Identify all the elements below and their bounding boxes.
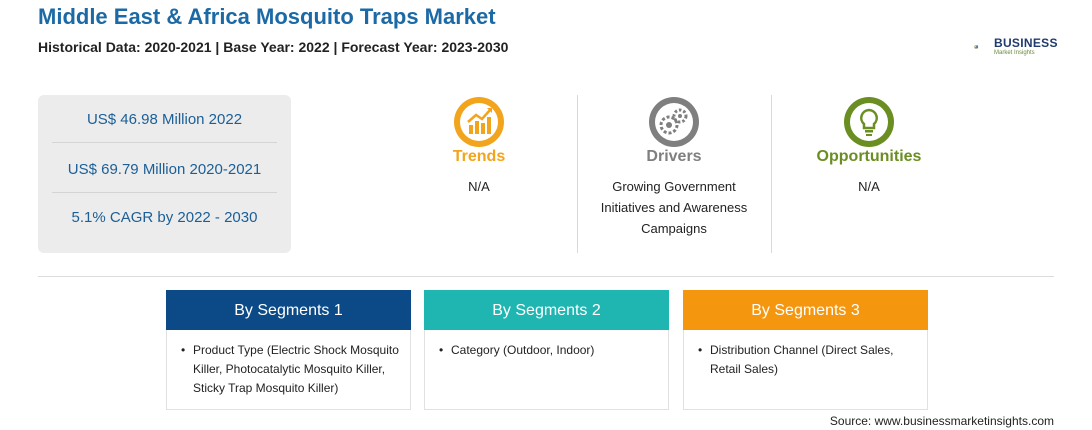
trends-title: Trends xyxy=(452,148,506,165)
drivers-title: Drivers xyxy=(646,148,702,165)
divider xyxy=(52,142,277,143)
segment-card-2: By Segments 2 • Category (Outdoor, Indoo… xyxy=(424,290,669,410)
section-divider xyxy=(38,276,1054,277)
divider xyxy=(52,192,277,193)
market-value-2022: US$ 46.98 Million 2022 xyxy=(86,111,243,128)
logo-name: BUSINESS xyxy=(994,36,1058,50)
drivers-text: Growing Government Initiatives and Aware… xyxy=(584,176,764,239)
market-value-historical: US$ 69.79 Million 2020-2021 xyxy=(67,161,262,178)
bar-chart-globe-logo xyxy=(974,45,979,49)
gears-icon xyxy=(649,97,699,147)
bullet-icon: • xyxy=(698,343,703,357)
segment-line: Category (Outdoor, Indoor) xyxy=(451,343,595,357)
market-cagr: 5.1% CAGR by 2022 - 2030 xyxy=(71,209,258,226)
column-divider xyxy=(577,95,578,253)
segment-line: Distribution Channel (Direct Sales, xyxy=(710,343,894,357)
page-subtitle: Historical Data: 2020-2021 | Base Year: … xyxy=(38,39,509,55)
segment-card-1: By Segments 1 • Product Type (Electric S… xyxy=(166,290,411,410)
bullet-icon: • xyxy=(181,343,186,357)
segment-line: Killer, Photocatalytic Mosquito Killer, xyxy=(193,362,386,376)
drivers-line: Initiatives and Awareness xyxy=(600,200,748,215)
drivers-line: Growing Government xyxy=(612,179,736,194)
page-title: Middle East & Africa Mosquito Traps Mark… xyxy=(38,4,496,29)
opportunities-title: Opportunities xyxy=(816,148,922,165)
segment-header-3: By Segments 3 xyxy=(683,290,928,330)
segment-line: Sticky Trap Mosquito Killer) xyxy=(193,381,339,395)
segment-body-3: • Distribution Channel (Direct Sales, Re… xyxy=(698,341,926,379)
segment-body-1: • Product Type (Electric Shock Mosquito … xyxy=(181,341,409,398)
trends-text: N/A xyxy=(468,179,490,194)
segment-card-3: By Segments 3 • Distribution Channel (Di… xyxy=(683,290,928,410)
opportunities-text: N/A xyxy=(858,179,880,194)
market-stats-panel: US$ 46.98 Million 2022 US$ 69.79 Million… xyxy=(38,95,291,253)
lightbulb-icon xyxy=(844,97,894,147)
drivers-line: Campaigns xyxy=(641,221,707,236)
segment-line: Retail Sales) xyxy=(710,362,779,376)
segment-line: Product Type (Electric Shock Mosquito xyxy=(193,343,399,357)
source-citation: Source: www.businessmarketinsights.com xyxy=(829,414,1054,428)
segment-header-1: By Segments 1 xyxy=(166,290,411,330)
column-divider xyxy=(771,95,772,253)
trend-chart-icon xyxy=(454,97,504,147)
segment-body-2: • Category (Outdoor, Indoor) xyxy=(439,341,667,360)
logo-tagline: Market Insights xyxy=(994,50,1035,56)
segment-header-2: By Segments 2 xyxy=(424,290,669,330)
bullet-icon: • xyxy=(439,343,444,357)
